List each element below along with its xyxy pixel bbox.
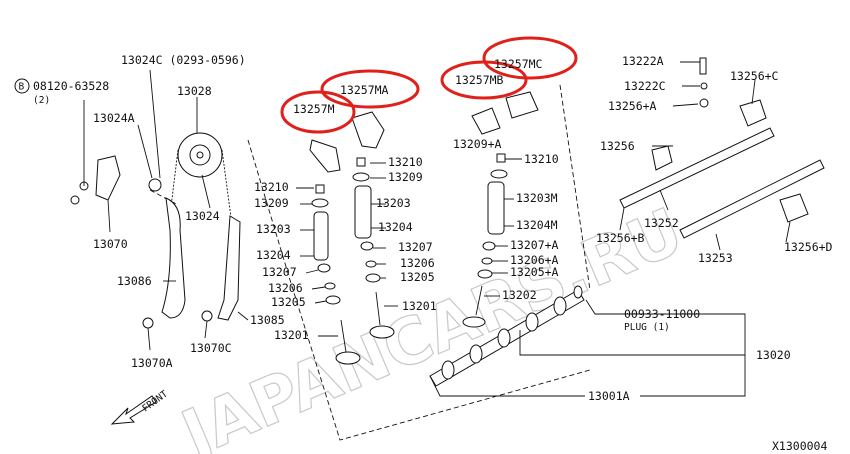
label-13204-center: 13204 xyxy=(378,220,413,234)
label-13001a: 13001A xyxy=(588,389,630,403)
highlight-circle-13257ma xyxy=(320,69,420,109)
label-13201-left: 13201 xyxy=(274,328,309,342)
label-13206-center: 13206 xyxy=(400,256,435,270)
label-13257m: 13257M xyxy=(293,102,335,116)
label-13202: 13202 xyxy=(502,288,537,302)
label-13210-right: 13210 xyxy=(524,152,559,166)
label-13203-center: 13203 xyxy=(376,196,411,210)
valve-stack-left xyxy=(311,184,361,365)
front-arrow: FRONT xyxy=(110,389,170,425)
leader-lines xyxy=(83,61,791,397)
bolt-symbol-icon xyxy=(14,78,30,94)
timing-chain-assembly xyxy=(70,132,241,329)
label-13205-left: 13205 xyxy=(271,295,306,309)
figure-id: X1300004 xyxy=(772,439,827,453)
label-13256a: 13256+A xyxy=(608,99,657,113)
label-13210-center: 13210 xyxy=(388,155,423,169)
label-13257mb: 13257MB xyxy=(455,73,504,87)
label-13070: 13070 xyxy=(93,237,128,251)
label-13024a: 13024A xyxy=(93,111,135,125)
label-13203m: 13203M xyxy=(516,191,558,205)
label-13256c: 13256+C xyxy=(730,69,779,83)
front-label: FRONT xyxy=(140,389,170,415)
label-13207a: 13207+A xyxy=(510,238,559,252)
label-13206a: 13206+A xyxy=(510,253,559,267)
label-13253: 13253 xyxy=(698,251,733,265)
label-13206-left: 13206 xyxy=(268,281,303,295)
label-13256d: 13256+D xyxy=(784,240,833,254)
label-13222a: 13222A xyxy=(622,54,664,68)
bolt-symbol-letter: B xyxy=(19,82,25,93)
label-08120-63528: 08120-63528 xyxy=(33,79,109,93)
label-08120-qty: (2) xyxy=(33,95,50,106)
label-13207-left: 13207 xyxy=(262,265,297,279)
highlight-circle-13257mc xyxy=(482,36,578,80)
label-13024c: 13024C (0293-0596) xyxy=(121,53,246,67)
label-13085: 13085 xyxy=(250,313,285,327)
label-13205a: 13205+A xyxy=(510,265,559,279)
label-13024: 13024 xyxy=(185,209,220,223)
label-13209a: 13209+A xyxy=(453,137,502,151)
label-13070a: 13070A xyxy=(131,356,173,370)
label-13210-left: 13210 xyxy=(254,180,289,194)
label-13201-center: 13201 xyxy=(402,299,437,313)
part-labels: B 08120-63528 (2) 13024C (0293-0596) 130… xyxy=(14,53,833,453)
highlight-circle-13257m xyxy=(280,90,356,134)
label-13252: 13252 xyxy=(644,216,679,230)
label-13205-center: 13205 xyxy=(400,270,435,284)
label-13209-left: 13209 xyxy=(254,196,289,210)
label-13204-left: 13204 xyxy=(256,248,291,262)
valve-stack-right xyxy=(462,153,508,328)
label-00933-11000: 00933-11000 xyxy=(624,307,700,321)
label-13207-center: 13207 xyxy=(398,240,433,254)
highlight-marks xyxy=(280,36,578,134)
camshaft xyxy=(429,285,585,387)
label-13222c: 13222C xyxy=(624,79,666,93)
label-13203-left: 13203 xyxy=(256,222,291,236)
label-13256b: 13256+B xyxy=(596,231,645,245)
label-13209-center: 13209 xyxy=(388,170,423,184)
label-plug: PLUG (1) xyxy=(624,322,670,333)
label-13028: 13028 xyxy=(177,84,212,98)
label-13070c: 13070C xyxy=(190,341,232,355)
rocker-arms-group xyxy=(309,91,539,173)
rocker-shaft-assembly xyxy=(619,57,825,239)
label-13256: 13256 xyxy=(600,139,635,153)
label-13204m: 13204M xyxy=(516,218,558,232)
label-13257mc: 13257MC xyxy=(494,57,543,71)
label-13257ma: 13257MA xyxy=(340,83,389,97)
valve-stack-center xyxy=(352,157,395,339)
label-13020: 13020 xyxy=(756,348,791,362)
label-13086: 13086 xyxy=(117,274,152,288)
